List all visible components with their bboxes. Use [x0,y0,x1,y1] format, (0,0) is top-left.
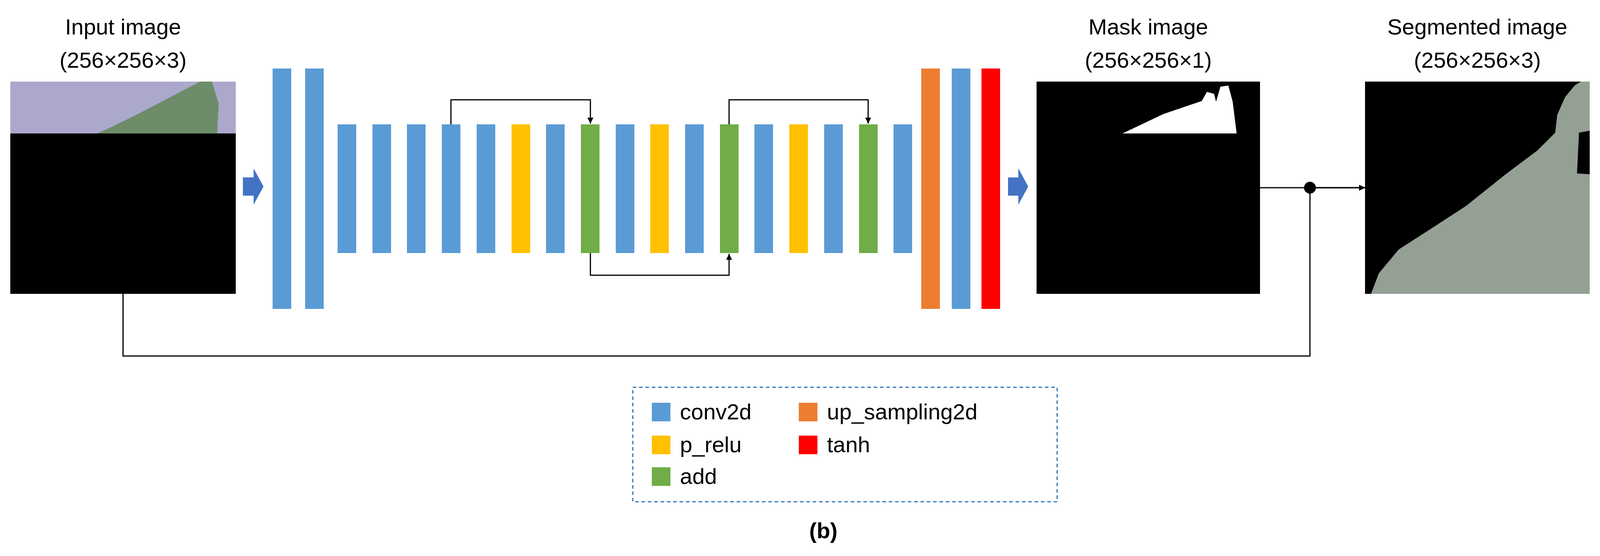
legend-swatch [798,435,818,455]
conv2d-layer [546,124,565,254]
legend-entry: p_relu [651,433,742,457]
legend-entry: add [651,464,717,489]
image-title: Segmented image [1365,10,1590,44]
input-leaf [97,81,219,134]
skip-connection [450,99,591,125]
legend-entry: up_sampling2d [798,400,978,424]
image-title: (256×256×3) [10,43,236,77]
mask-image-ground [1036,81,1261,295]
legend-label: p_relu [679,433,742,457]
legend-label: add [679,464,717,489]
tanh-layer [981,68,1001,310]
skip-connection [729,99,869,125]
conv2d-layer [272,68,292,310]
legend-label: conv2d [679,400,752,424]
legend-swatch [798,402,818,422]
image-panel: Input image(256×256×3) [10,10,236,295]
conv2d-layer [951,68,971,310]
conv2d-layer [372,124,392,254]
p-relu-layer [789,124,808,254]
legend-swatch [651,402,671,422]
legend-label: up_sampling2d [826,400,978,424]
flow-arrow [242,168,264,205]
image-panel: Segmented image(256×256×3) [1365,10,1590,295]
image-title: (256×256×3) [1365,43,1590,77]
p-relu-layer [650,124,669,254]
conv2d-layer [824,124,843,254]
segmented-leaf [1370,81,1590,295]
up-sampling-layer [921,68,940,310]
mask-region [1122,85,1237,134]
image-title: Input image [10,10,236,44]
connector-arrow [123,187,1366,357]
flow-arrow [1008,168,1029,205]
legend-swatch [651,435,671,455]
add-layer [859,124,878,254]
image-title: Mask image [1036,10,1261,44]
conv2d-layer [615,124,635,254]
add-layer [719,124,739,254]
legend-frame [632,387,1058,503]
legend-label: tanh [826,433,871,457]
image-title: (256×256×1) [1036,43,1261,77]
legend-swatch [651,467,671,487]
p-relu-layer [511,124,531,254]
conv2d-layer [441,124,461,254]
input-image-background [10,81,236,134]
skip-connection [590,253,730,276]
conv2d-layer [406,124,426,254]
conv2d-layer [754,124,774,254]
conv2d-layer [476,124,496,254]
segmented-image-ground [1365,81,1590,295]
conv2d-layer [337,124,357,254]
input-image-ground [10,81,236,295]
image-panel: Mask image(256×256×1) [1036,10,1261,295]
conv2d-layer [893,124,913,254]
conv2d-layer [685,124,704,254]
figure-caption: (b) [744,518,903,544]
add-layer [580,124,600,254]
legend-entry: tanh [798,433,871,457]
legend-entry: conv2d [651,400,752,424]
conv2d-layer [305,68,324,310]
